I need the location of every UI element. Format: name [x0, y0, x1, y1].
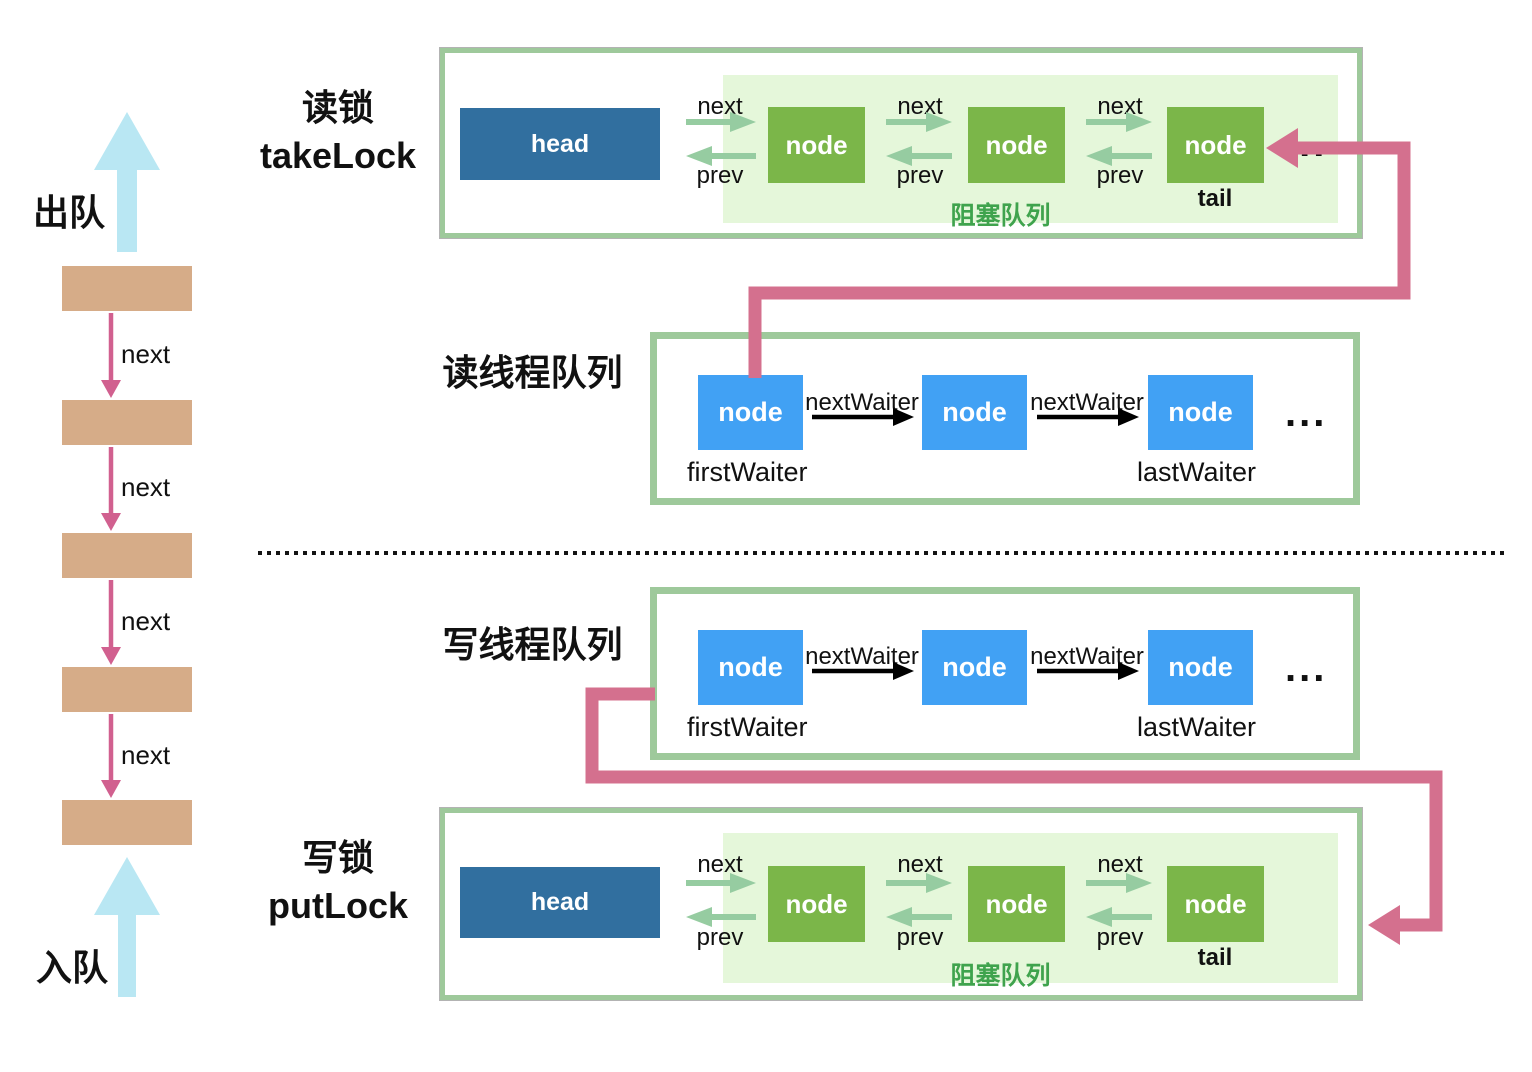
ellipsis: ... [1285, 121, 1328, 165]
dequeue-label: 出队 [33, 192, 106, 233]
putlock-title-en: putLock [268, 885, 408, 926]
putlock-head-node: head [460, 867, 660, 938]
next-waiter-label: nextWaiter [1030, 643, 1144, 670]
write-queue-first-node: node [698, 630, 803, 705]
takelock-title: 读锁 takeLock [222, 84, 454, 180]
queue-item [62, 667, 192, 712]
write-queue-title: 写线程队列 [442, 624, 623, 665]
next-label: next [697, 93, 743, 120]
next-waiter-label: nextWaiter [805, 643, 919, 670]
takelock-node-2: node [968, 107, 1065, 183]
prev-label: prev [696, 924, 744, 951]
read-queue-title: 读线程队列 [442, 352, 623, 393]
ellipsis: ... [1285, 391, 1328, 435]
putlock-title: 写锁 putLock [222, 834, 454, 930]
putlock-title-cn: 写锁 [301, 837, 374, 878]
tail-label: tail [1197, 185, 1233, 212]
takelock-head-node: head [460, 108, 660, 180]
next-label: next [897, 93, 943, 120]
queue-item [62, 533, 192, 578]
next-label: next [1097, 93, 1143, 120]
next-waiter-label: nextWaiter [1030, 389, 1144, 416]
queue-item [62, 400, 192, 445]
write-queue-node-2: node [922, 630, 1027, 705]
next-pointer-label: next [121, 472, 171, 502]
tail-label: tail [1197, 944, 1233, 971]
prev-label: prev [896, 924, 944, 951]
takelock-title-en: takeLock [259, 135, 417, 176]
takelock-node-1: node [768, 107, 865, 183]
write-queue-last-node: node [1148, 630, 1253, 705]
takelock-tail-node: node [1167, 107, 1264, 183]
putlock-tail-node: node [1167, 866, 1264, 942]
first-waiter-label: firstWaiter [687, 457, 808, 487]
next-pointer-label: next [121, 606, 171, 636]
prev-label: prev [1096, 162, 1144, 189]
next-label: next [1097, 851, 1143, 878]
blocking-queue-label: 阻塞队列 [950, 202, 1051, 230]
enqueue-label: 入队 [36, 947, 109, 988]
next-waiter-label: nextWaiter [805, 389, 919, 416]
prev-label: prev [896, 162, 944, 189]
last-waiter-label: lastWaiter [1137, 712, 1257, 742]
next-pointer-label: next [121, 339, 171, 369]
prev-label: prev [696, 162, 744, 189]
putlock-node-2: node [968, 866, 1065, 942]
next-pointer-label: next [121, 740, 171, 770]
read-queue-last-node: node [1148, 375, 1253, 450]
next-label: next [697, 851, 743, 878]
first-waiter-label: firstWaiter [687, 712, 808, 742]
queue-item [62, 266, 192, 311]
next-label: next [897, 851, 943, 878]
blocking-queue-label: 阻塞队列 [950, 962, 1051, 990]
last-waiter-label: lastWaiter [1137, 457, 1257, 487]
read-queue-node-2: node [922, 375, 1027, 450]
prev-label: prev [1096, 924, 1144, 951]
takelock-title-cn: 读锁 [301, 87, 374, 128]
putlock-node-1: node [768, 866, 865, 942]
ellipsis: ... [1285, 646, 1328, 690]
read-queue-first-node: node [698, 375, 803, 450]
queue-item [62, 800, 192, 845]
